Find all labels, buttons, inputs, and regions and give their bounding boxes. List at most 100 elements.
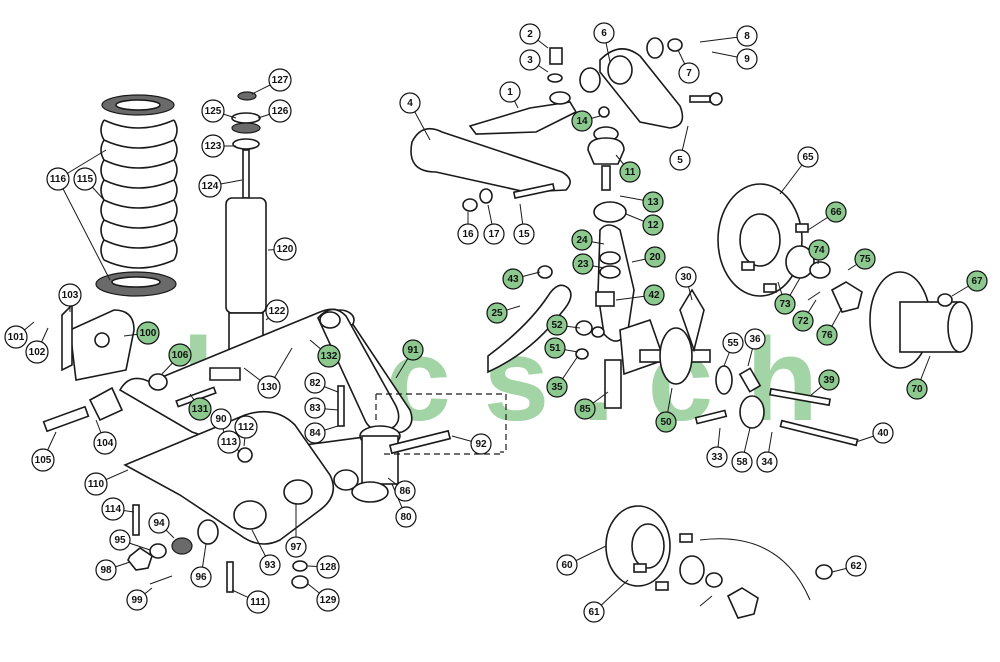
hub-upper: [717, 183, 863, 313]
callout-50: 50: [655, 411, 677, 433]
callout-bubble: [73, 167, 97, 191]
callout-bubble: [571, 110, 593, 132]
stub-axle: [487, 224, 859, 447]
callout-label: 92: [475, 439, 487, 450]
callout-bubble: [95, 559, 117, 581]
callout-label: 102: [29, 347, 46, 358]
callout-bubble: [825, 201, 847, 223]
callout-bubble: [797, 146, 819, 168]
callout-label: 55: [727, 338, 739, 349]
callout-bubble: [317, 344, 341, 368]
callout-label: 105: [35, 455, 52, 466]
callout-bubble: [966, 270, 988, 292]
callout-35: 35: [546, 376, 568, 398]
callout-label: 132: [321, 351, 338, 362]
callout-bubble: [808, 239, 830, 261]
callout-label: 130: [261, 382, 278, 393]
callout-66: 66: [825, 201, 847, 223]
callout-label: 127: [272, 75, 289, 86]
callout-label: 60: [561, 560, 573, 571]
callout-bubble: [399, 92, 421, 114]
callout-129: 129: [316, 588, 340, 612]
callout-label: 101: [8, 332, 25, 343]
callout-39: 39: [818, 369, 840, 391]
callout-label: 73: [779, 299, 791, 310]
callout-label: 43: [507, 274, 519, 285]
callout-label: 30: [680, 272, 692, 283]
callout-label: 62: [850, 561, 862, 572]
callout-label: 99: [131, 595, 143, 606]
callout-86: 86: [394, 480, 416, 502]
callout-bubble: [101, 497, 125, 521]
callout-bubble: [845, 555, 867, 577]
callout-4: 4: [399, 92, 421, 114]
callout-label: 123: [205, 141, 222, 152]
callout-label: 111: [250, 597, 266, 608]
callout-bubble: [395, 506, 417, 528]
callout-113: 113: [217, 430, 241, 454]
coil-spring: [95, 94, 178, 297]
callout-24: 24: [571, 229, 593, 251]
callout-label: 75: [859, 254, 871, 265]
callout-bubble: [210, 408, 232, 430]
callout-label: 17: [488, 229, 500, 240]
callout-25: 25: [486, 302, 508, 324]
callout-42: 42: [643, 284, 665, 306]
callout-83: 83: [304, 397, 326, 419]
callout-bubble: [316, 555, 340, 579]
callout-label: 113: [221, 437, 238, 448]
callout-label: 93: [264, 560, 276, 571]
callout-3: 3: [519, 49, 541, 71]
callout-58: 58: [731, 451, 753, 473]
callout-2: 2: [519, 23, 541, 45]
callout-label: 42: [648, 290, 660, 301]
callout-bubble: [217, 430, 241, 454]
callout-bubble: [304, 422, 326, 444]
callout-bubble: [201, 99, 225, 123]
callout-label: 122: [269, 306, 286, 317]
callout-label: 51: [549, 343, 561, 354]
callout-123: 123: [201, 134, 225, 158]
upper-arm: [317, 308, 452, 503]
callout-82: 82: [304, 372, 326, 394]
callout-label: 67: [971, 276, 983, 287]
callout-label: 35: [551, 382, 563, 393]
callout-label: 16: [462, 229, 474, 240]
callout-bubble: [774, 293, 796, 315]
callout-label: 120: [277, 244, 294, 255]
callout-label: 20: [649, 252, 661, 263]
callout-label: 36: [749, 334, 761, 345]
callout-bubble: [201, 134, 225, 158]
callout-bubble: [906, 378, 928, 400]
callout-92: 92: [470, 433, 492, 455]
callout-label: 70: [911, 384, 923, 395]
callout-111: 111: [246, 590, 270, 614]
callout-label: 23: [577, 259, 589, 270]
callout-bubble: [513, 223, 535, 245]
callout-14: 14: [571, 110, 593, 132]
callout-34: 34: [756, 451, 778, 473]
callout-label: 96: [195, 572, 207, 583]
callout-label: 80: [400, 512, 412, 523]
callout-97: 97: [285, 536, 307, 558]
callout-110: 110: [84, 472, 108, 496]
callout-99: 99: [126, 589, 148, 611]
callout-bubble: [593, 22, 615, 44]
top-wishbone: [410, 37, 723, 223]
callout-bubble: [736, 48, 758, 70]
callout-label: 8: [744, 31, 750, 42]
callout-bubble: [818, 369, 840, 391]
callout-label: 94: [153, 518, 165, 529]
callout-124: 124: [198, 174, 222, 198]
callout-label: 34: [761, 457, 773, 468]
callout-17: 17: [483, 223, 505, 245]
callout-bubble: [285, 536, 307, 558]
callout-label: 84: [309, 428, 321, 439]
callout-bubble: [273, 237, 297, 261]
callout-96: 96: [190, 566, 212, 588]
callout-94: 94: [148, 512, 170, 534]
callout-bubble: [46, 167, 70, 191]
callout-104: 104: [93, 431, 117, 455]
callout-116: 116: [46, 167, 70, 191]
